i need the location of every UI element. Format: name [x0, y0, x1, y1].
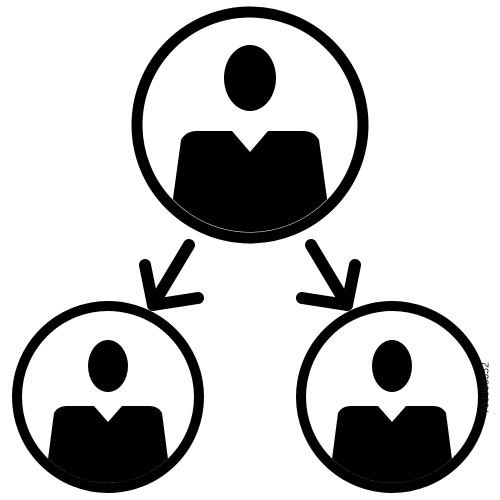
top-person-head	[224, 45, 276, 111]
bottom-left-person-body	[44, 406, 172, 483]
bottom-right-person-ring	[296, 301, 488, 493]
bottom-left-person-icon	[12, 301, 204, 493]
arrow-down-left-icon	[139, 239, 204, 311]
arrow-down-right-icon	[296, 239, 361, 311]
bottom-right-person-icon	[296, 301, 488, 493]
bottom-right-person-body	[328, 406, 456, 483]
stock-id-text: 703353352	[480, 362, 492, 414]
top-person-icon	[131, 6, 369, 244]
bottom-left-person-head	[88, 340, 128, 392]
top-person-body	[168, 131, 332, 232]
bottom-left-person-ring	[12, 301, 204, 493]
bottom-right-person-head	[372, 340, 412, 392]
top-person-ring	[131, 6, 369, 244]
